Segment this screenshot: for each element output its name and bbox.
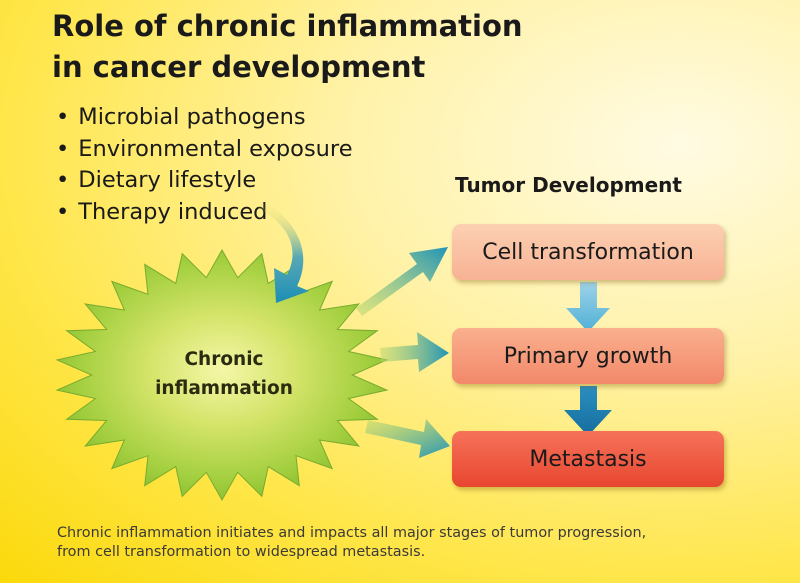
causes-to-inflammation-arrow (258, 200, 309, 303)
stage-metastasis: Metastasis (452, 431, 724, 487)
tumor-development-heading: Tumor Development (455, 173, 682, 197)
caption-line-2: from cell transformation to widespread m… (57, 544, 426, 560)
stage-primary-growth: Primary growth (452, 328, 724, 384)
cause-item: Dietary lifestyle (56, 165, 353, 197)
inflammation-to-primary-growth-arrow (380, 332, 449, 372)
primary-growth-to-metastasis-arrow (564, 386, 612, 436)
caption-line-1: Chronic inflammation initiates and impac… (57, 525, 647, 541)
cause-item: Environmental exposure (56, 134, 352, 166)
causes-list: Microbial pathogens Environmental exposu… (56, 102, 353, 229)
inflammation-label: Chronic inflammation (108, 345, 340, 403)
cell-transformation-to-primary-growth-arrow (566, 282, 610, 332)
cause-item: Therapy induced (56, 197, 353, 229)
inflammation-label-line-1: Chronic (184, 349, 264, 370)
inflammation-burst (55, 248, 389, 502)
stage-cell-transformation: Cell transformation (452, 224, 724, 280)
inflammation-label-line-2: inflammation (155, 378, 293, 399)
title-line-2: in cancer development (52, 50, 426, 84)
title-line-1: Role of chronic inflammation (52, 9, 523, 43)
inflammation-to-cell-transformation-arrow (356, 247, 448, 316)
figure-caption: Chronic inflammation initiates and impac… (57, 524, 787, 562)
cause-item: Microbial pathogens (56, 102, 353, 134)
diagram-title: Role of chronic inflammation in cancer d… (52, 6, 523, 88)
inflammation-to-metastasis-arrow (365, 419, 450, 458)
